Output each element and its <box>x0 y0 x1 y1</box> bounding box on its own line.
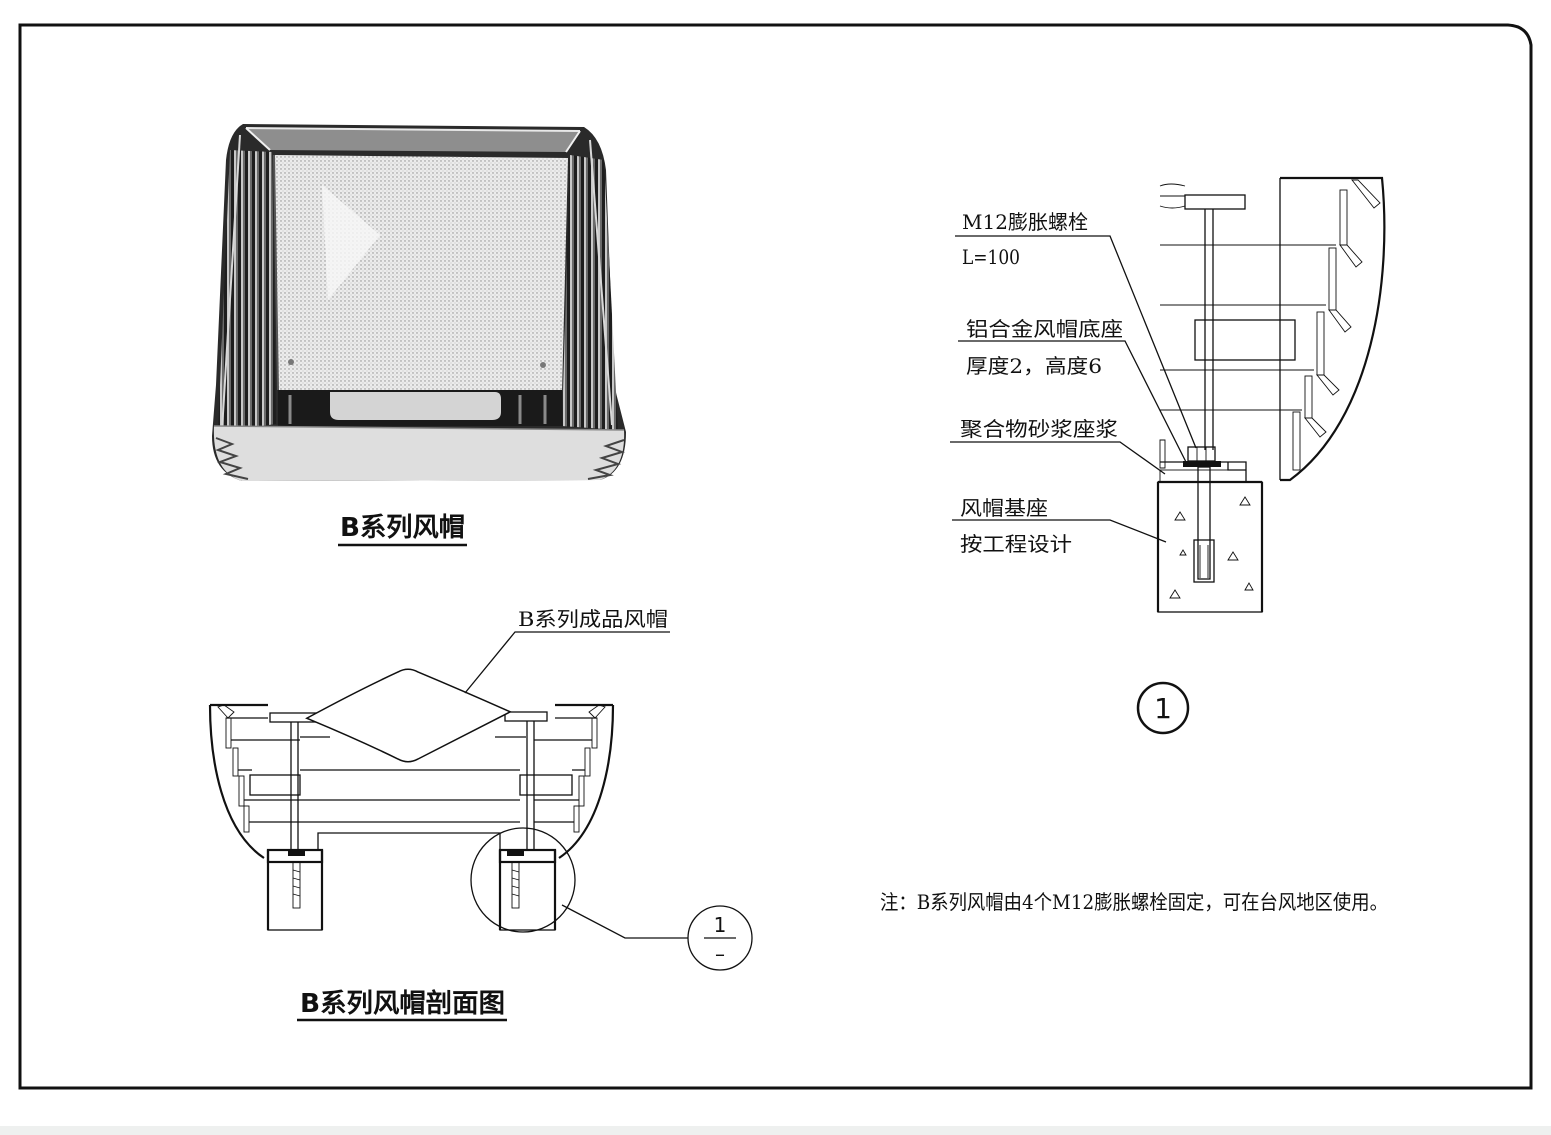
pedestal-label: 风帽基座 <box>960 496 1048 520</box>
bolt-length: L=100 <box>962 245 1020 269</box>
detail-drawing <box>950 176 1386 735</box>
base-plate-leader <box>958 340 1189 467</box>
photo-caption: B系列风帽 <box>340 513 465 543</box>
bolt-label: M12膨胀螺栓 <box>962 210 1088 234</box>
mortar-label: 聚合物砂浆座浆 <box>960 417 1118 441</box>
right-louver-housing <box>534 703 615 859</box>
detail-bolt-rod <box>1204 209 1214 450</box>
detail-callout <box>687 905 753 971</box>
pedestal-note: 按工程设计 <box>960 532 1072 556</box>
left-louver-housing <box>208 703 300 859</box>
base-plate-size: 厚度2，高度6 <box>966 354 1102 378</box>
right-base <box>498 848 557 931</box>
skirt <box>213 426 625 481</box>
product-leader <box>464 631 670 694</box>
left-clamp <box>249 774 301 796</box>
left-base <box>266 848 324 931</box>
bottom-bracket <box>330 392 501 420</box>
right-bolt-rod <box>526 721 535 850</box>
break-lines <box>1159 183 1186 209</box>
inner-frame <box>300 832 501 851</box>
detail-housing <box>1280 176 1386 482</box>
page-frame <box>18 23 1533 1090</box>
pedestal-leader <box>952 519 1167 543</box>
callout-sheet-number: – <box>715 942 725 966</box>
washer <box>1183 461 1221 467</box>
general-note: 注：B系列风帽由4个M12膨胀螺栓固定，可在台风地区使用。 <box>880 890 1388 914</box>
vent-cap-photo <box>212 124 626 481</box>
bolt-leader <box>955 235 1197 449</box>
mortar-bed <box>1159 469 1247 483</box>
cross-members <box>300 736 526 823</box>
mortar-leader <box>950 441 1166 475</box>
detail-clamp <box>1194 319 1296 361</box>
base-plate-label: 铝合金风帽底座 <box>966 317 1123 341</box>
detail-marker <box>1136 681 1190 735</box>
nut <box>1187 446 1216 462</box>
expansion-bolt <box>1197 466 1211 580</box>
bolt-sleeve <box>1193 539 1215 583</box>
detail-marker-number: 1 <box>1154 692 1172 725</box>
left-louvers <box>218 150 276 432</box>
detail-circle <box>470 827 576 933</box>
callout-leader <box>561 904 688 939</box>
right-clamp <box>519 774 573 796</box>
right-hanger-plate <box>504 711 548 722</box>
detail-louvers <box>1292 179 1381 471</box>
product-label: B系列成品风帽 <box>518 607 668 631</box>
scan-edge <box>0 1126 1551 1135</box>
screw-icon <box>540 362 546 368</box>
callout-detail-number: 1 <box>714 913 727 937</box>
screw-icon <box>288 359 294 365</box>
cap-plate <box>1184 194 1246 210</box>
section-caption: B系列风帽剖面图 <box>300 988 505 1019</box>
left-bolt-rod <box>290 722 299 850</box>
right-louvers <box>562 155 618 430</box>
section-drawing <box>208 631 753 971</box>
detail-cross-members <box>1160 244 1336 411</box>
